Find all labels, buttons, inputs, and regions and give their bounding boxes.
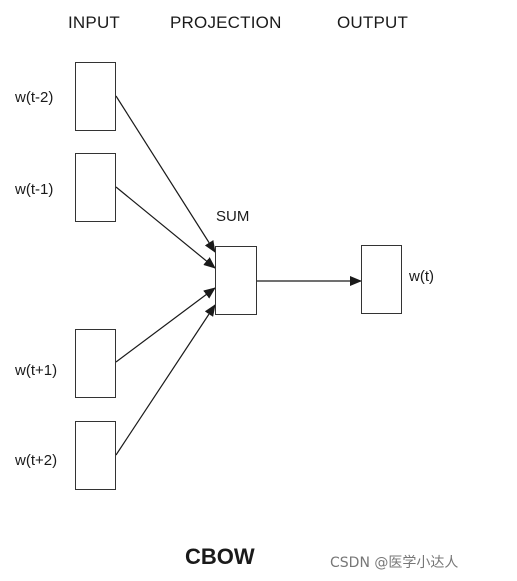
output-node-wt	[361, 245, 402, 314]
diagram-title: CBOW	[185, 544, 255, 569]
edge-wt-1-to-sum	[115, 186, 216, 269]
input-node-wt-2	[75, 62, 116, 131]
edge-wt-2-to-sum	[115, 95, 216, 253]
edge-wt+1-to-sum	[115, 287, 216, 363]
edge-wt+2-to-sum	[115, 304, 216, 456]
output-label-wt: w(t)	[409, 268, 434, 285]
input-node-wt+2	[75, 421, 116, 490]
output-column-header: OUTPUT	[337, 13, 409, 32]
projection-column-header: PROJECTION	[170, 13, 282, 32]
input-label-wt+1: w(t+1)	[15, 362, 58, 379]
projection-label-sum: SUM	[216, 208, 250, 225]
projection-node-sum	[215, 246, 257, 315]
input-label-wt-2: w(t-2)	[15, 89, 54, 106]
input-column-header: INPUT	[68, 13, 120, 32]
input-label-wt+2: w(t+2)	[15, 452, 58, 469]
input-node-wt-1	[75, 153, 116, 222]
input-label-wt-1: w(t-1)	[15, 181, 54, 198]
source-credit: CSDN @医学小达人	[330, 555, 459, 571]
input-node-wt+1	[75, 329, 116, 398]
